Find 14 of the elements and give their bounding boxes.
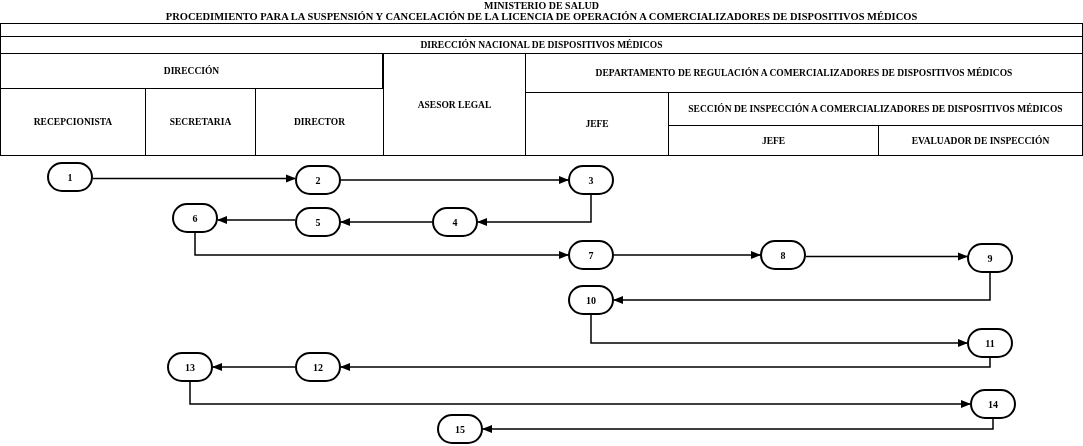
arrow: [590, 314, 969, 348]
arrow: [194, 232, 570, 260]
title: PROCEDIMIENTO PARA LA SUSPENSIÓN Y CANCELACIÓN DE LA LICENCIA DE OPERACIÓN A COMERCIALIZADORES DE DISPOSITIVOS MÉDICOS: [164, 11, 919, 22]
arrow: [189, 381, 972, 409]
header-cell: DIRECCIÓN: [0, 53, 383, 89]
header-cell: EVALUADOR DE INSPECCIÓN: [878, 125, 1083, 156]
ministry-heading: MINISTERIO DE SALUD: [483, 0, 600, 11]
header-cell: RECEPCIONISTA: [0, 88, 146, 156]
arrow: [805, 252, 969, 261]
arrow: [613, 250, 762, 260]
arrow: [340, 175, 570, 185]
arrow: [92, 174, 297, 183]
header-cell: DIRECCIÓN NACIONAL DE DISPOSITIVOS MÉDICOS: [0, 36, 1083, 54]
header-cell: ASESOR LEGAL: [383, 53, 526, 156]
